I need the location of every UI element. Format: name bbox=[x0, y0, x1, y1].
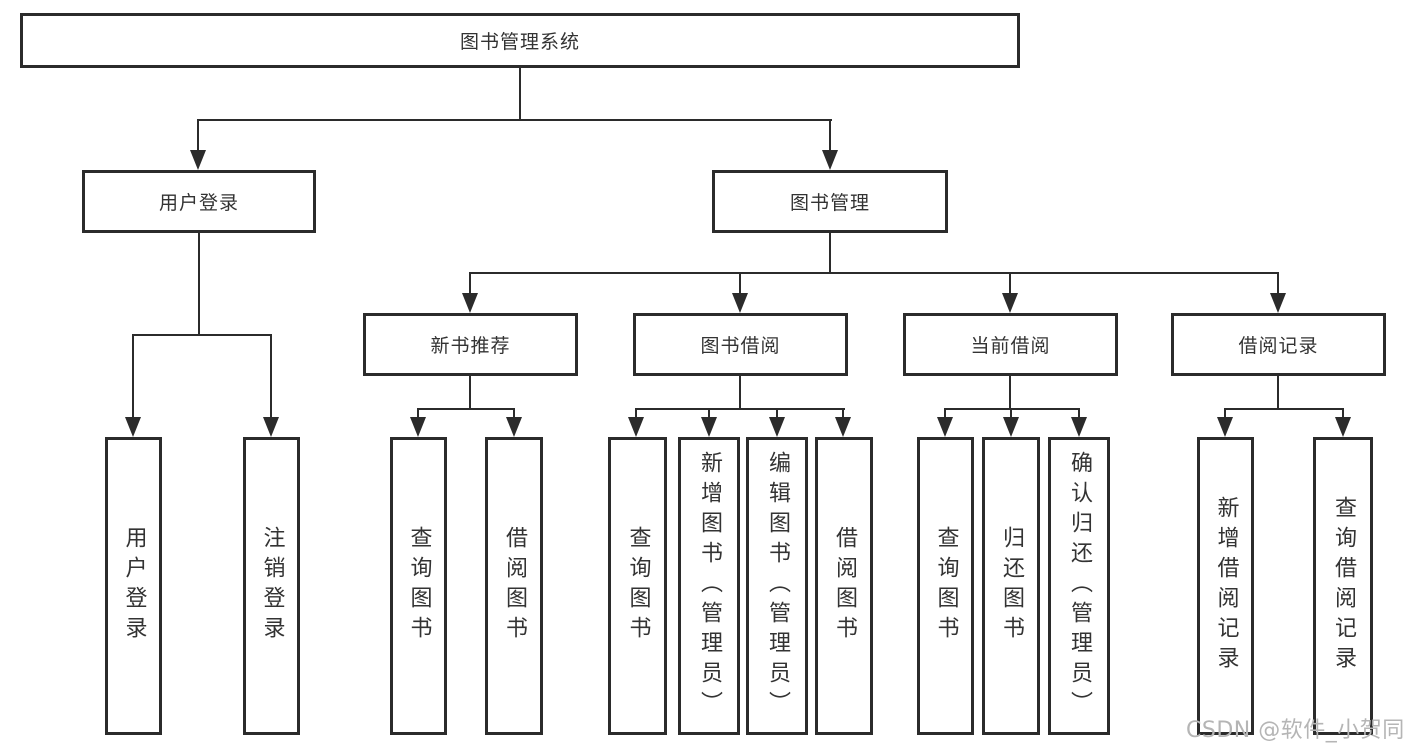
connector-line bbox=[417, 408, 515, 410]
leaf-rec-query-books: 查询图书 bbox=[390, 437, 447, 735]
leaf-rec-query-books-label: 查询图书 bbox=[406, 526, 432, 646]
leaf-add-book-admin-label: 新增图书（管理员） bbox=[697, 451, 722, 721]
node-borrow-records-label: 借阅记录 bbox=[1238, 335, 1319, 357]
connector-line bbox=[469, 272, 471, 296]
leaf-add-book-admin: 新增图书（管理员） bbox=[678, 437, 740, 735]
node-new-book-recommend-label: 新书推荐 bbox=[430, 335, 511, 357]
node-root-label: 图书管理系统 bbox=[459, 31, 580, 53]
connector-line bbox=[1224, 408, 1226, 421]
node-book-management: 图书管理 bbox=[712, 170, 948, 233]
leaf-add-borrow-record-label: 新增借阅记录 bbox=[1213, 496, 1239, 676]
arrow-head bbox=[822, 150, 838, 170]
arrow-head bbox=[462, 293, 478, 313]
leaf-query-borrow-record-label: 查询借阅记录 bbox=[1331, 496, 1356, 676]
connector-line bbox=[132, 334, 272, 336]
leaf-current-query-books-label: 查询图书 bbox=[933, 526, 959, 646]
connector-line bbox=[944, 408, 1080, 410]
connector-line bbox=[842, 408, 844, 421]
leaf-borrow-borrow-books: 借阅图书 bbox=[815, 437, 873, 735]
leaf-edit-book-admin: 编辑图书（管理员） bbox=[746, 437, 808, 735]
leaf-user-login: 用户登录 bbox=[105, 437, 162, 735]
node-user-login-label: 用户登录 bbox=[158, 192, 239, 214]
connector-line bbox=[708, 408, 710, 421]
leaf-current-query-books: 查询图书 bbox=[917, 437, 974, 735]
connector-line bbox=[469, 376, 471, 410]
node-new-book-recommend: 新书推荐 bbox=[363, 313, 578, 376]
connector-line bbox=[1224, 408, 1344, 410]
arrow-head bbox=[835, 417, 851, 437]
connector-line bbox=[739, 272, 741, 296]
connector-line bbox=[829, 119, 831, 152]
arrow-head bbox=[769, 417, 785, 437]
connector-line bbox=[1277, 272, 1279, 296]
arrow-head bbox=[937, 417, 953, 437]
arrow-head bbox=[263, 417, 279, 437]
connector-line bbox=[944, 408, 946, 421]
connector-line bbox=[635, 408, 845, 410]
leaf-return-books-label: 归还图书 bbox=[999, 526, 1024, 646]
leaf-confirm-return-admin-label: 确认归还（管理员） bbox=[1067, 451, 1092, 721]
leaf-add-borrow-record: 新增借阅记录 bbox=[1197, 437, 1254, 735]
arrow-head bbox=[628, 417, 644, 437]
arrow-head bbox=[190, 150, 206, 170]
node-user-login: 用户登录 bbox=[82, 170, 316, 233]
arrow-head bbox=[1217, 417, 1233, 437]
connector-line bbox=[1277, 376, 1279, 410]
leaf-logout-label: 注销登录 bbox=[259, 526, 285, 646]
csdn-watermark: CSDN @软件_小贺同学 bbox=[1186, 718, 1405, 743]
connector-line bbox=[519, 68, 521, 120]
leaf-return-books: 归还图书 bbox=[982, 437, 1040, 735]
node-current-borrow: 当前借阅 bbox=[903, 313, 1118, 376]
node-book-management-label: 图书管理 bbox=[789, 192, 870, 214]
node-book-borrow-label: 图书借阅 bbox=[700, 335, 781, 357]
arrow-head bbox=[701, 417, 717, 437]
leaf-user-login-label: 用户登录 bbox=[121, 526, 147, 646]
arrow-head bbox=[410, 417, 426, 437]
connector-line bbox=[198, 119, 832, 121]
connector-line bbox=[1342, 408, 1344, 421]
node-book-borrow: 图书借阅 bbox=[633, 313, 848, 376]
connector-line bbox=[513, 408, 515, 421]
leaf-rec-borrow-books-label: 借阅图书 bbox=[502, 526, 527, 646]
arrow-head bbox=[1002, 293, 1018, 313]
leaf-rec-borrow-books: 借阅图书 bbox=[485, 437, 543, 735]
connector-line bbox=[198, 233, 200, 336]
node-borrow-records: 借阅记录 bbox=[1171, 313, 1386, 376]
leaf-logout: 注销登录 bbox=[243, 437, 300, 735]
connector-line bbox=[635, 408, 637, 421]
connector-line bbox=[1009, 272, 1011, 296]
node-root: 图书管理系统 bbox=[20, 13, 1020, 68]
arrow-head bbox=[1270, 293, 1286, 313]
connector-line bbox=[270, 334, 272, 420]
connector-line bbox=[1078, 408, 1080, 421]
leaf-borrow-query-books-label: 查询图书 bbox=[625, 526, 651, 646]
connector-line bbox=[829, 233, 831, 274]
connector-line bbox=[469, 272, 1279, 274]
leaf-borrow-borrow-books-label: 借阅图书 bbox=[832, 526, 857, 646]
arrow-head bbox=[732, 293, 748, 313]
connector-line bbox=[1010, 408, 1012, 421]
connector-line bbox=[1009, 376, 1011, 410]
arrow-head bbox=[125, 417, 141, 437]
leaf-confirm-return-admin: 确认归还（管理员） bbox=[1048, 437, 1110, 735]
node-current-borrow-label: 当前借阅 bbox=[970, 335, 1051, 357]
arrow-head bbox=[1335, 417, 1351, 437]
arrow-head bbox=[1003, 417, 1019, 437]
arrow-head bbox=[1071, 417, 1087, 437]
connector-line bbox=[776, 408, 778, 421]
leaf-borrow-query-books: 查询图书 bbox=[608, 437, 667, 735]
arrow-head bbox=[506, 417, 522, 437]
connector-line bbox=[739, 376, 741, 410]
leaf-query-borrow-record: 查询借阅记录 bbox=[1313, 437, 1373, 735]
connector-line bbox=[132, 334, 134, 420]
leaf-edit-book-admin-label: 编辑图书（管理员） bbox=[765, 451, 790, 721]
connector-line bbox=[197, 119, 199, 152]
connector-line bbox=[417, 408, 419, 421]
